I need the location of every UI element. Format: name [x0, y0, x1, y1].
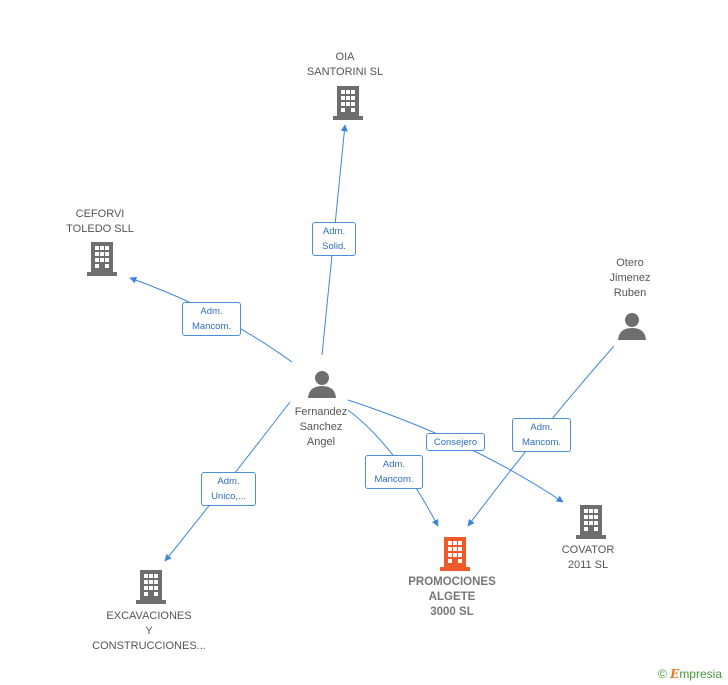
empresia-logo: © Empresia — [658, 667, 722, 681]
relation-label-oia: Adm. Solid. — [312, 222, 356, 256]
brand-e: E — [670, 667, 680, 681]
node-label-oia-santorini[interactable]: OIA SANTORINI SL — [306, 51, 384, 78]
company-building-icon[interactable] — [136, 568, 166, 604]
company-building-icon[interactable] — [333, 84, 363, 120]
brand-name: mpresia — [679, 667, 722, 681]
node-label-excavaciones[interactable]: EXCAVACIONES Y CONSTRUCCIONES... — [92, 610, 206, 652]
relation-label-otero: Adm. Mancom. — [512, 418, 571, 452]
person-icon[interactable] — [617, 312, 647, 340]
node-label-otero-jimenez[interactable]: Otero Jimenez Ruben — [609, 257, 651, 299]
relation-label-covator: Consejero — [426, 433, 485, 451]
company-building-icon[interactable] — [87, 240, 117, 276]
person-icon[interactable] — [307, 370, 337, 398]
node-label-promociones-algete[interactable]: PROMOCIONES ALGETE 3000 SL — [408, 576, 496, 618]
node-label-covator[interactable]: COVATOR 2011 SL — [561, 544, 615, 571]
node-label-ceforvi-toledo[interactable]: CEFORVI TOLEDO SLL — [66, 208, 134, 235]
relation-label-excavaciones: Adm. Unico,... — [201, 472, 256, 506]
relation-label-ceforvi: Adm. Mancom. — [182, 302, 241, 336]
relation-label-promociones: Adm. Mancom. — [365, 455, 423, 489]
node-label-fernandez-sanchez[interactable]: Fernandez Sanchez Angel — [294, 406, 348, 448]
company-building-icon[interactable] — [576, 503, 606, 539]
copyright-symbol: © — [657, 667, 667, 681]
focus-company-building-icon[interactable] — [440, 535, 470, 571]
